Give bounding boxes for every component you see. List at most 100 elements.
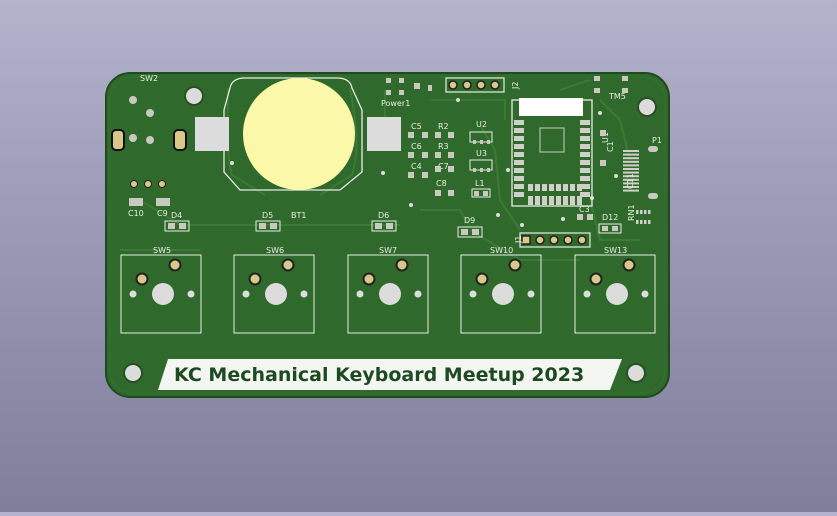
via — [506, 168, 510, 172]
u1-pad — [514, 168, 524, 173]
label-d5: D5 — [262, 211, 273, 220]
p1-pad — [623, 160, 639, 163]
via — [381, 171, 385, 175]
switch-footprint — [120, 254, 202, 334]
label-sw7: SW7 — [379, 246, 397, 255]
u1-pad — [514, 120, 524, 125]
rn1-pad — [640, 210, 643, 214]
via — [598, 111, 602, 115]
label-r2: R2 — [438, 122, 449, 131]
switch-footprint — [347, 254, 429, 334]
p1-pad — [623, 153, 639, 156]
label-c5: C5 — [411, 122, 422, 131]
key-switches — [120, 254, 656, 334]
via — [614, 174, 618, 178]
label-sw6: SW6 — [266, 246, 284, 255]
u1-pad — [563, 184, 568, 191]
p1-pad — [623, 182, 639, 185]
u1-pad — [580, 152, 590, 157]
u1-pad — [577, 184, 582, 191]
u1-pad — [514, 176, 524, 181]
u1-pad — [542, 196, 547, 205]
via — [496, 213, 500, 217]
via — [456, 98, 460, 102]
right-side-parts: TM5 C1 P1 C11 C3 D12 RN1 — [577, 76, 662, 234]
u1-pad — [570, 184, 575, 191]
label-c11: C11 — [626, 173, 635, 189]
mounting-holes — [123, 86, 657, 383]
p1-pad — [623, 175, 639, 178]
u1-pad — [580, 160, 590, 165]
u1-pad — [580, 144, 590, 149]
label-u2: U2 — [476, 120, 487, 129]
u1-pad — [580, 192, 590, 197]
label-c10: C10 — [128, 209, 144, 218]
label-power1: Power1 — [381, 99, 410, 108]
label-bt1: BT1 — [291, 211, 306, 220]
label-c1: C1 — [606, 141, 615, 152]
u1-pad — [514, 184, 524, 189]
label-d12: D12 — [602, 213, 618, 222]
p1-pad — [623, 178, 639, 181]
label-d9: D9 — [464, 216, 475, 225]
label-c4: C4 — [411, 162, 422, 171]
u1-pad — [514, 160, 524, 165]
u1-pad — [514, 144, 524, 149]
u1-pad — [580, 168, 590, 173]
label-c7: C7 — [438, 162, 449, 171]
rn1-pad — [648, 220, 651, 224]
label-c9: C9 — [157, 209, 168, 218]
via — [230, 161, 234, 165]
u1-pad — [580, 176, 590, 181]
u1-pad — [528, 184, 533, 191]
rn1-pad — [644, 210, 647, 214]
label-c8: C8 — [436, 179, 447, 188]
u1-pad — [556, 196, 561, 205]
u1-pad — [563, 196, 568, 205]
u1-pad — [580, 184, 590, 189]
label-u3: U3 — [476, 149, 487, 158]
label-j1: J1 — [514, 236, 523, 244]
sw2-footprint: SW2 — [111, 74, 187, 151]
power1-footprint: Power1 — [381, 78, 432, 108]
u1-pad — [549, 196, 554, 205]
label-c3: C3 — [579, 205, 590, 214]
label-d4: D4 — [171, 211, 182, 220]
p1-pad — [623, 189, 639, 192]
u1-pad — [570, 196, 575, 205]
u1-pad — [535, 196, 540, 205]
via — [409, 203, 413, 207]
rn1-pad — [636, 220, 639, 224]
p1-pad — [623, 171, 639, 174]
label-l1: L1 — [475, 179, 485, 188]
switch-footprint — [460, 254, 542, 334]
rn1-pad — [640, 220, 643, 224]
u1-pad — [542, 184, 547, 191]
label-sw2: SW2 — [140, 74, 158, 83]
u1-pad — [514, 192, 524, 197]
c10-c9-footprint: C10 C9 — [128, 180, 170, 218]
u1-pad — [514, 152, 524, 157]
u1-pad — [549, 184, 554, 191]
rn1-pad — [648, 210, 651, 214]
label-sw13: SW13 — [604, 246, 627, 255]
j2-header: J2 — [445, 77, 520, 93]
label-p1: P1 — [652, 136, 662, 145]
j1-header: J1 — [514, 232, 591, 248]
u1-pad — [528, 196, 533, 205]
p1-pad — [623, 150, 639, 152]
label-j2: J2 — [511, 82, 520, 90]
label-r3: R3 — [438, 142, 449, 151]
label-d6: D6 — [378, 211, 389, 220]
battery-holder-bt1: BT1 — [195, 77, 401, 220]
u1-pad — [514, 128, 524, 133]
u1-pad — [556, 184, 561, 191]
label-sw5: SW5 — [153, 246, 171, 255]
board-title: KC Mechanical Keyboard Meetup 2023 — [174, 364, 584, 386]
rn1-pad — [636, 210, 639, 214]
p1-pad — [623, 157, 639, 160]
switch-footprint — [233, 254, 315, 334]
pcb-board-inner — [109, 76, 666, 394]
